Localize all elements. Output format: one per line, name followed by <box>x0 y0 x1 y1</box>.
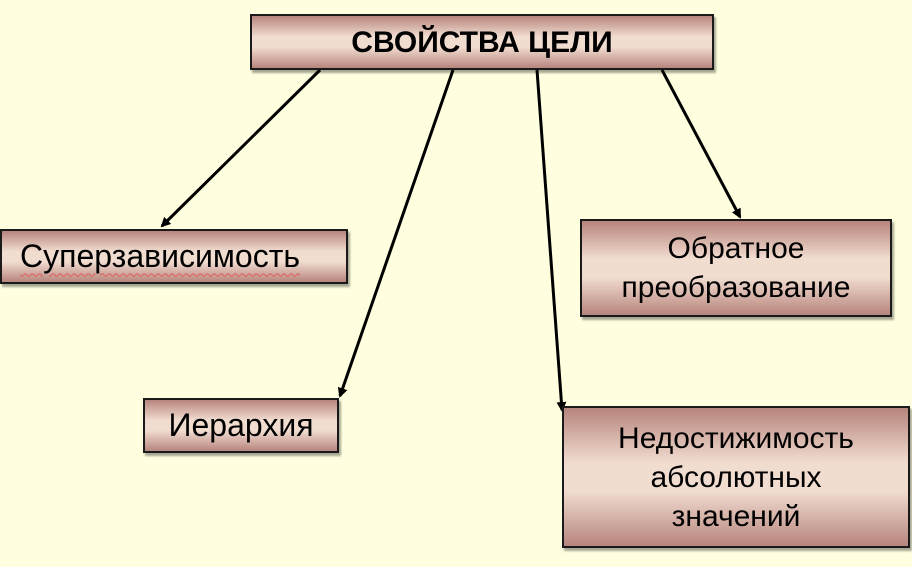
arrow-to-feedback <box>660 69 742 219</box>
node-unattainable-line-1: Недостижимость <box>618 421 854 455</box>
title-text: СВОЙСТВА ЦЕЛИ <box>351 25 613 59</box>
arrow-to-unattainable <box>535 69 567 412</box>
node-superdependence: Суперзависимость <box>0 229 348 284</box>
node-hierarchy: Иерархия <box>143 398 339 453</box>
node-feedback: Обратное преобразование <box>580 219 892 317</box>
node-feedback-line-2: преобразование <box>621 271 851 304</box>
title-node: СВОЙСТВА ЦЕЛИ <box>250 14 714 70</box>
arrow-to-superdependence <box>160 68 322 228</box>
node-unattainable-line-3: значений <box>671 499 801 533</box>
node-superdependence-label: Суперзависимость <box>20 237 301 274</box>
node-unattainable: Недостижимость абсолютных значений <box>562 406 910 548</box>
node-feedback-line-1: Обратное <box>667 232 805 265</box>
node-unattainable-line-2: абсолютных <box>650 460 822 494</box>
node-hierarchy-label: Иерархия <box>168 406 314 443</box>
arrow-to-hierarchy <box>337 69 455 398</box>
